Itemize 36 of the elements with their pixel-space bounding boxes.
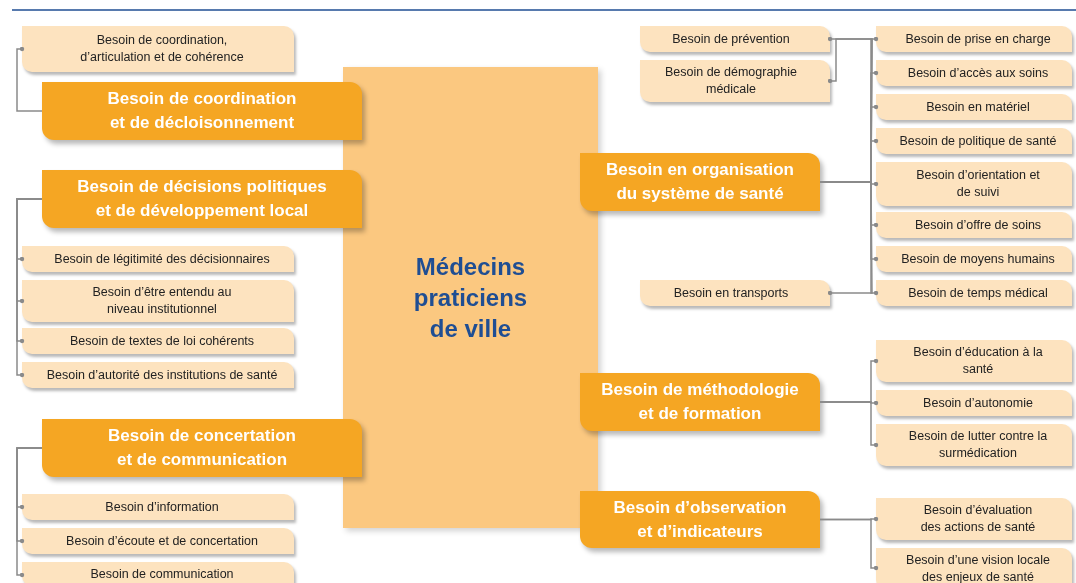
connector-line xyxy=(16,447,43,578)
category-box: Besoin de méthodologie et de formation xyxy=(580,373,820,431)
need-box: Besoin d’information xyxy=(22,494,294,520)
category-box: Besoin de décisions politiques et de développement local xyxy=(42,170,362,228)
need-box: Besoin d’accès aux soins xyxy=(876,60,1072,86)
category-box: Besoin de concertation et de communication xyxy=(42,419,362,477)
connector-line xyxy=(16,198,43,378)
need-box: Besoin de temps médical xyxy=(876,280,1072,306)
need-box: Besoin de légitimité des décisionnaires xyxy=(22,246,294,272)
connector-line xyxy=(819,518,879,571)
need-box: Besoin d’autonomie xyxy=(876,390,1072,416)
need-box: Besoin de moyens humains xyxy=(876,246,1072,272)
category-box: Besoin de coordination et de décloisonnement xyxy=(42,82,362,140)
need-box: Besoin d’évaluation des actions de santé xyxy=(876,498,1072,540)
need-box: Besoin d’offre de soins xyxy=(876,212,1072,238)
need-box: Besoin de politique de santé xyxy=(876,128,1072,154)
category-box: Besoin d’observation et d’indicateurs xyxy=(580,491,820,548)
need-box: Besoin de démographie médicale xyxy=(640,60,830,102)
need-box: Besoin d’une vision locale des enjeux de santé xyxy=(876,548,1072,583)
connector-line xyxy=(819,401,879,448)
need-box: Besoin de coordination, d’articulation et de cohérence xyxy=(22,26,294,72)
need-box: Besoin de prise en charge xyxy=(876,26,1072,52)
connector-line xyxy=(16,46,43,112)
category-box: Besoin en organisation du système de santé xyxy=(580,153,820,211)
need-box: Besoin en matériel xyxy=(876,94,1072,120)
need-box: Besoin d’autorité des institutions de santé xyxy=(22,362,294,388)
need-box: Besoin de textes de loi cohérents xyxy=(22,328,294,354)
need-box: Besoin de communication xyxy=(22,562,294,583)
need-box: Besoin d’écoute et de concertation xyxy=(22,528,294,554)
need-box: Besoin de lutter contre la surmédication xyxy=(876,424,1072,466)
need-box: Besoin en transports xyxy=(640,280,830,306)
central-topic-box: Médecins praticiens de ville xyxy=(343,67,598,528)
need-box: Besoin d’être entendu au niveau institutionnel xyxy=(22,280,294,322)
need-box: Besoin de prévention xyxy=(640,26,830,52)
need-box: Besoin d’éducation à la santé xyxy=(876,340,1072,382)
need-box: Besoin d’orientation et de suivi xyxy=(876,162,1072,206)
